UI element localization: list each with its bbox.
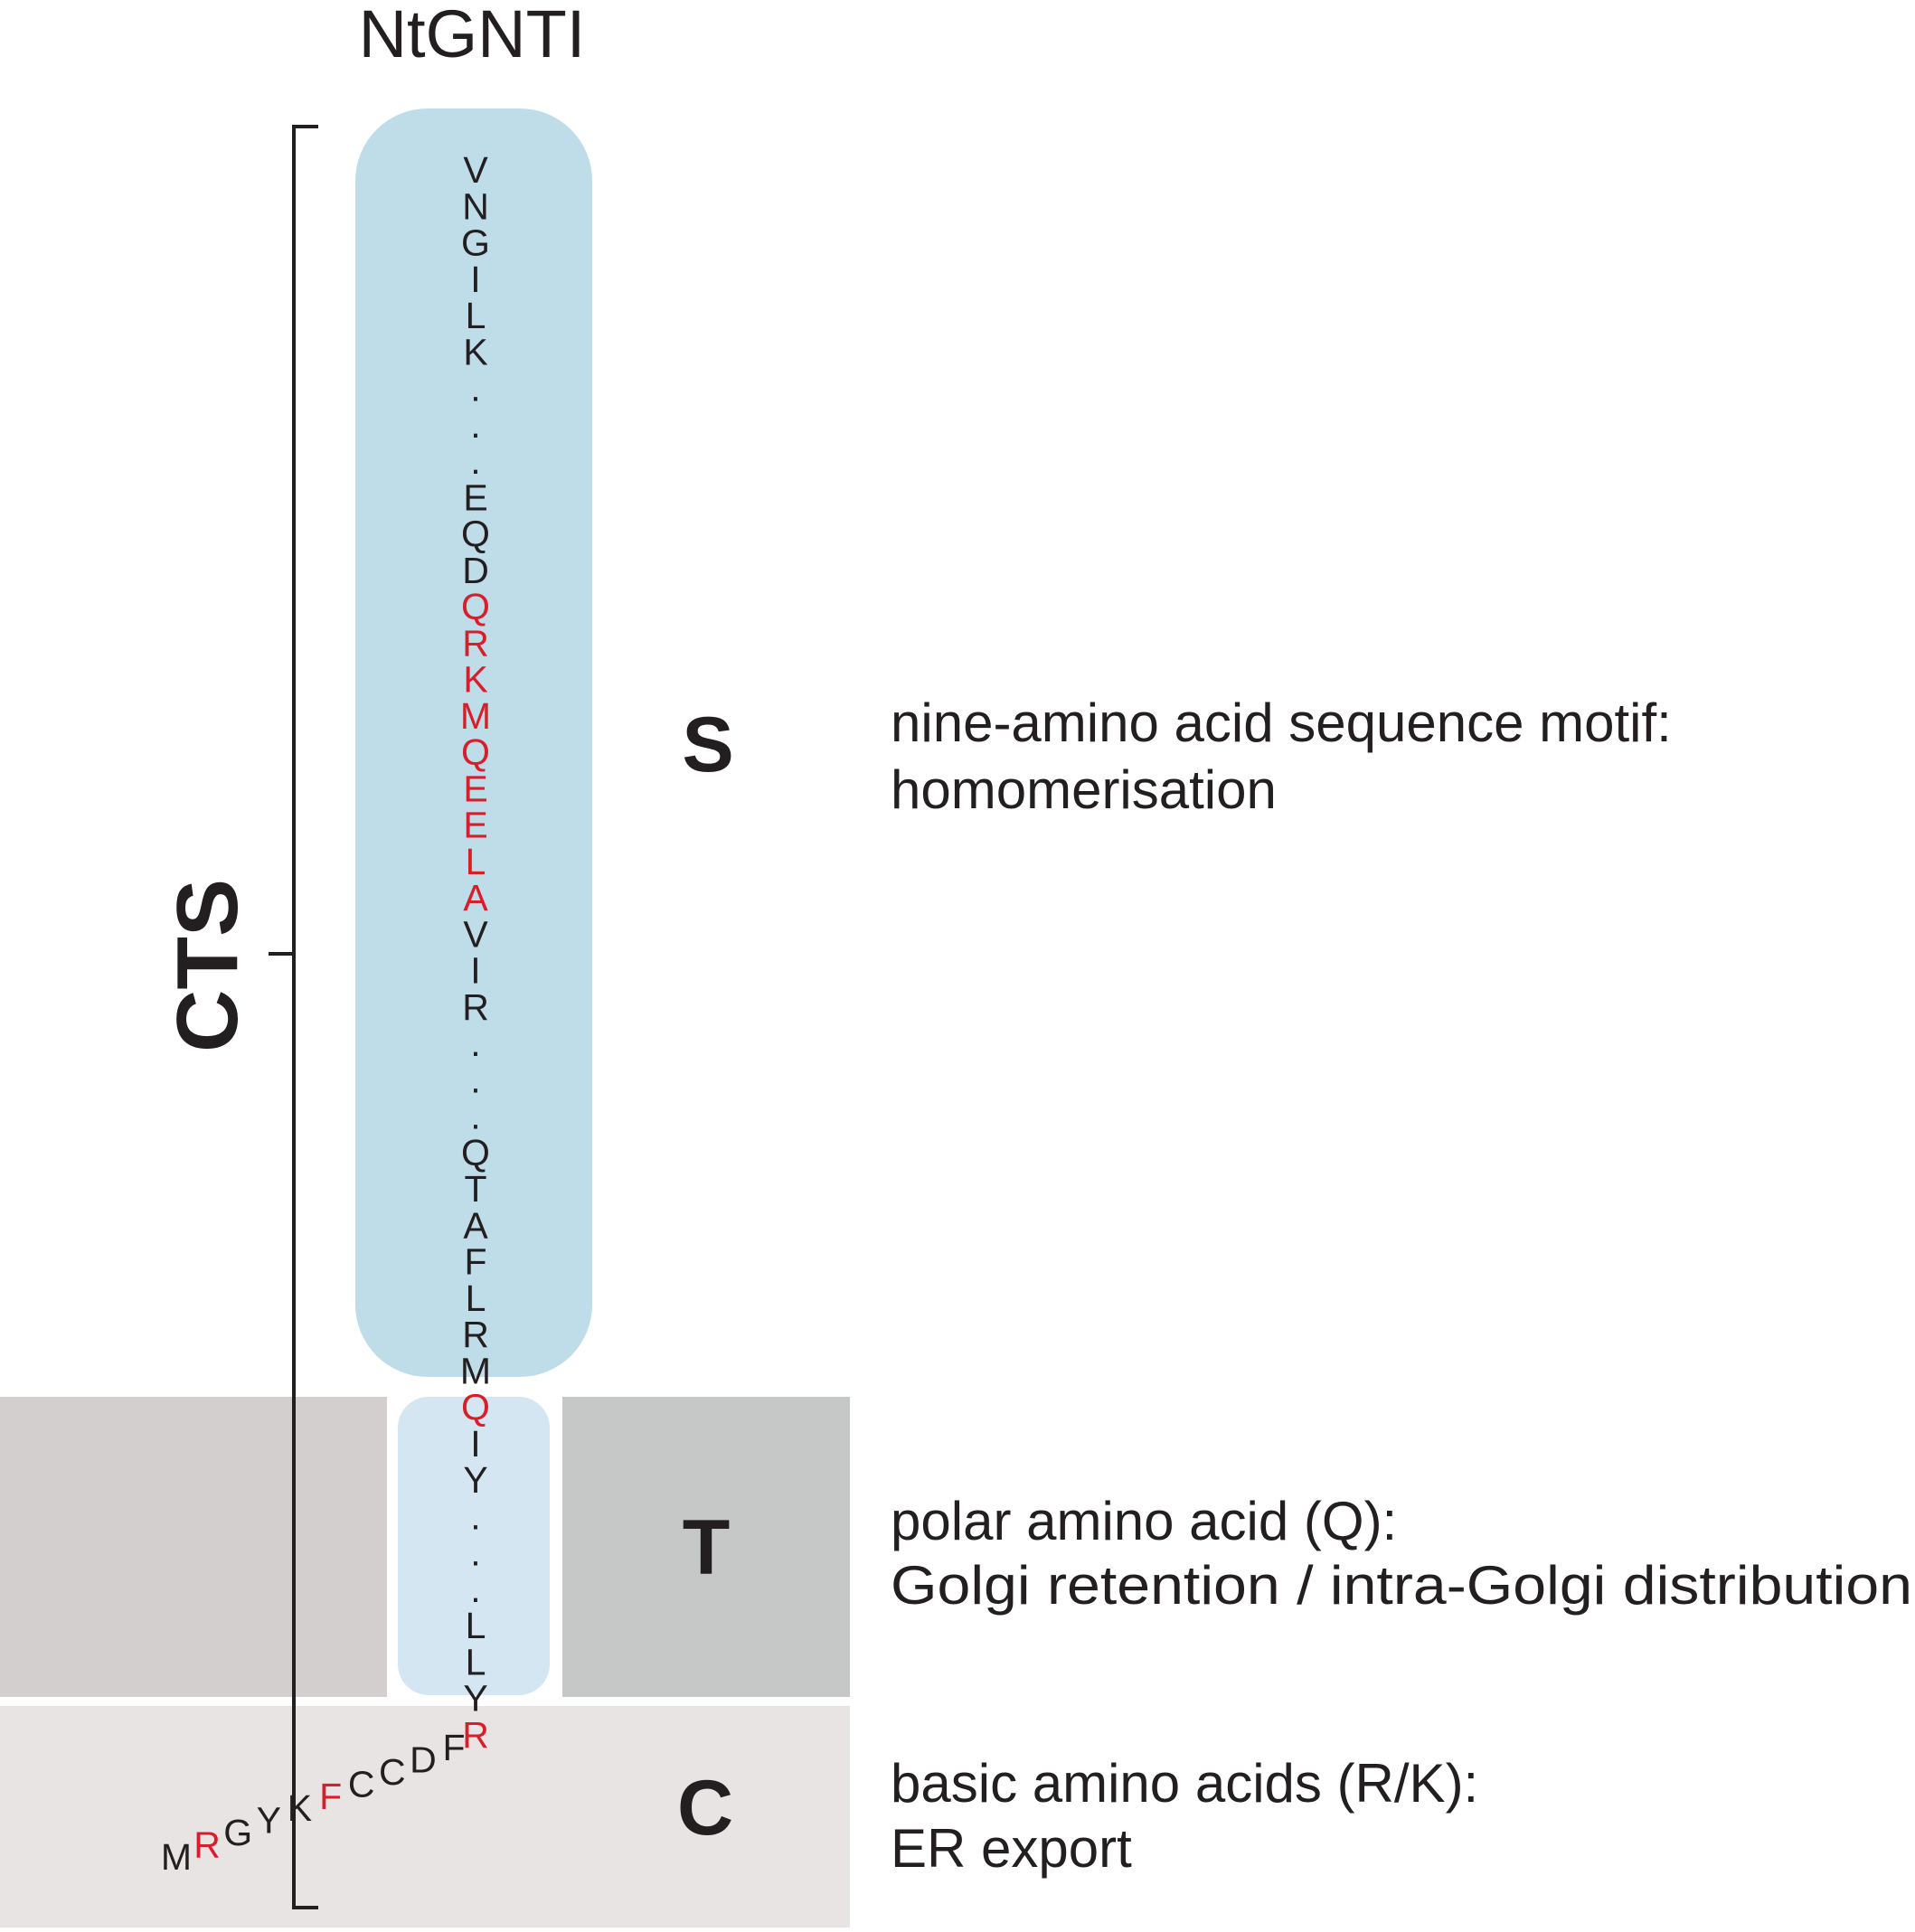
amino-acid-residue: R <box>462 986 489 1028</box>
sequence-gap-dot: . <box>470 1496 480 1538</box>
cytosol-band <box>0 1706 850 1927</box>
amino-acid-residue: A <box>463 1204 488 1246</box>
amino-acid-residue: G <box>461 222 490 264</box>
amino-acid-residue: R <box>462 622 489 664</box>
amino-acid-residue: Q <box>461 1387 490 1428</box>
region-label-t: T <box>683 1504 731 1591</box>
amino-acid-residue: I <box>470 259 480 300</box>
sequence-gap-dot: . <box>470 368 480 410</box>
t-description-line-1: polar amino acid (Q): <box>891 1491 1397 1551</box>
amino-acid-residue: M <box>460 695 491 737</box>
tail-amino-acid-residue: C <box>348 1763 375 1805</box>
cts-bracket <box>269 125 318 1909</box>
sequence-gap-dot: . <box>470 1569 480 1610</box>
amino-acid-residue: I <box>470 950 480 992</box>
protein-title: NtGNTI <box>359 0 586 71</box>
tail-amino-acid-residue: K <box>288 1787 312 1829</box>
stem-region-box <box>355 108 592 1377</box>
amino-acid-residue: R <box>462 1314 489 1355</box>
sequence-gap-dot: . <box>470 1096 480 1137</box>
amino-acid-residue: F <box>464 1241 486 1283</box>
amino-acid-residue: Q <box>461 514 490 555</box>
tail-amino-acid-residue: F <box>442 1727 465 1768</box>
amino-acid-residue: L <box>466 841 486 882</box>
s-description-line-2: homomerisation <box>891 759 1277 820</box>
amino-acid-residue: L <box>466 1642 486 1683</box>
amino-acid-residue: Y <box>463 1678 487 1720</box>
membrane-left-block <box>0 1397 387 1697</box>
sequence-gap-dot: . <box>470 440 480 482</box>
cts-label: CTS <box>159 879 256 1052</box>
sequence-gap-dot: . <box>470 1023 480 1064</box>
tail-amino-acid-residue: Y <box>257 1800 281 1842</box>
s-description-line-1: nine-amino acid sequence motif: <box>891 693 1672 753</box>
amino-acid-residue: K <box>463 331 487 372</box>
sequence-gap-dot: . <box>470 1532 480 1574</box>
amino-acid-residue: Q <box>461 586 490 627</box>
transmembrane-region-box <box>398 1397 550 1695</box>
vertical-sequence: VNGILK...EQDQRKMQEELAVIR...QTAFLRMQIY...… <box>460 149 491 1756</box>
membrane-right-block <box>562 1397 850 1697</box>
amino-acid-residue: E <box>463 768 487 809</box>
sequence-gap-dot: . <box>470 404 480 446</box>
amino-acid-residue: L <box>466 1277 486 1319</box>
tail-amino-acid-residue: R <box>193 1824 221 1866</box>
c-description-line-1: basic amino acids (R/K): <box>891 1753 1478 1814</box>
amino-acid-residue: E <box>463 805 487 846</box>
tail-amino-acid-residue: M <box>161 1836 192 1878</box>
tail-amino-acid-residue: C <box>379 1751 406 1793</box>
region-label-c: C <box>677 1765 733 1852</box>
amino-acid-residue: D <box>462 550 489 591</box>
amino-acid-residue: R <box>462 1714 489 1756</box>
amino-acid-residue: K <box>463 659 487 701</box>
amino-acid-residue: Q <box>461 1132 490 1173</box>
amino-acid-residue: N <box>462 185 489 227</box>
amino-acid-residue: E <box>463 476 487 518</box>
amino-acid-residue: I <box>470 1423 480 1465</box>
amino-acid-residue: L <box>466 295 486 336</box>
tail-amino-acid-residue: G <box>223 1812 252 1853</box>
amino-acid-residue: Y <box>463 1459 487 1501</box>
sequence-gap-dot: . <box>470 1059 480 1100</box>
amino-acid-residue: L <box>466 1605 486 1646</box>
t-description-line-2: Golgi retention / intra-Golgi distributi… <box>891 1555 1912 1616</box>
tail-amino-acid-residue: F <box>319 1776 342 1817</box>
c-description-line-2: ER export <box>891 1818 1132 1879</box>
amino-acid-residue: Q <box>461 731 490 773</box>
amino-acid-residue: M <box>460 1350 491 1391</box>
amino-acid-residue: A <box>463 877 488 919</box>
region-label-s: S <box>682 702 733 788</box>
amino-acid-residue: V <box>463 913 488 955</box>
amino-acid-residue: T <box>464 1168 486 1210</box>
tail-amino-acid-residue: D <box>410 1739 437 1780</box>
amino-acid-residue: V <box>463 149 488 191</box>
